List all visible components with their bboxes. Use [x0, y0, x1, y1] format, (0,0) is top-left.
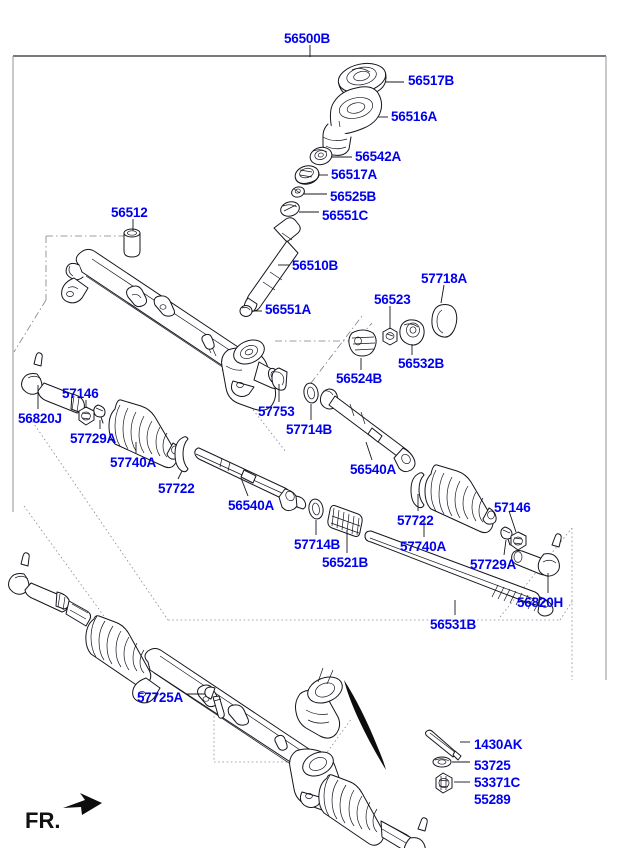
part-label-56540A-left: 56540A: [228, 498, 275, 513]
part-57740A-bellows-right: [424, 464, 497, 534]
part-56517A-seal-ring: [294, 165, 320, 185]
part-label-56820H: 56820H: [517, 595, 564, 610]
part-label-56517A: 56517A: [331, 167, 378, 182]
part-53371C-castle-nut: [435, 772, 453, 794]
group-outline-right: [275, 315, 373, 384]
part-56540A-inner-ball-joint-right: [319, 388, 416, 473]
part-label-56551C: 56551C: [322, 208, 369, 223]
part-label-56510B: 56510B: [292, 258, 339, 273]
part-56551C-plug: [280, 201, 300, 217]
part-56521B-rack-bush: [327, 505, 363, 537]
part-label-56532B: 56532B: [398, 356, 445, 371]
part-1430AK-split-pin: [425, 729, 462, 761]
part-label-56524B: 56524B: [336, 371, 383, 386]
part-56551A-plug: [239, 305, 253, 317]
part-57146-nut-left: [78, 406, 95, 426]
part-57729A-clip-left: [93, 404, 106, 424]
part-57146-nut-right: [510, 531, 527, 551]
part-57722-band-right: [410, 472, 425, 509]
part-label-53371C: 53371C: [474, 775, 521, 790]
part-57714B-washer-mid: [303, 382, 319, 404]
diagram-frame: [12, 55, 607, 680]
part-label-53725: 53725: [474, 758, 511, 773]
part-rack-housing-upper: [61, 248, 282, 411]
part-label-56512: 56512: [111, 205, 148, 220]
part-label-56517B: 56517B: [408, 73, 455, 88]
part-53725-washer: [432, 756, 452, 768]
part-57725A-mounting-bolt: [204, 686, 225, 719]
part-56525B-o-ring: [291, 186, 305, 198]
part-label-57718A: 57718A: [421, 271, 468, 286]
part-label-56523: 56523: [374, 292, 411, 307]
part-56542A-clamp-ring: [309, 146, 333, 166]
assembly-lower-steering-gear: [8, 552, 428, 848]
part-56523-yoke-nut: [382, 327, 398, 346]
part-56524B-rack-support-yoke: [348, 329, 377, 357]
part-label-57729A-right: 57729A: [470, 557, 517, 572]
leader-lines: [37, 45, 549, 783]
part-label-56820J: 56820J: [18, 411, 62, 426]
part-label-57753: 57753: [258, 404, 295, 419]
part-label-57714B-mid: 57714B: [286, 422, 333, 437]
part-56820J-tie-rod-end-left: [21, 352, 85, 414]
part-57714B-washer-low: [308, 498, 324, 520]
part-label-57740A-left: 57740A: [110, 455, 157, 470]
part-56516A-pinion-boot: [322, 86, 383, 156]
part-label-56521B: 56521B: [322, 555, 369, 570]
part-56820H-tie-rod-end-right: [511, 533, 562, 577]
part-label-1430AK: 1430AK: [474, 737, 523, 752]
part-label-56525B: 56525B: [330, 189, 377, 204]
part-label-56516A: 56516A: [391, 109, 438, 124]
part-57722-band-left: [174, 436, 189, 473]
part-label-57722-right: 57722: [397, 513, 434, 528]
part-56540A-inner-ball-joint-left: [194, 447, 307, 512]
part-label-56540A-right: 56540A: [350, 462, 397, 477]
part-label-57714B-low: 57714B: [294, 537, 341, 552]
group-outline-upper-rack: [13, 235, 138, 353]
part-label-57146-right: 57146: [494, 500, 531, 515]
part-57718A-snap-ring: [431, 304, 458, 338]
orientation-marker-label: FR.: [25, 808, 61, 833]
part-label-56542A: 56542A: [355, 149, 402, 164]
part-label-57725A: 57725A: [137, 690, 184, 705]
part-label-57729A-left: 57729A: [70, 431, 117, 446]
fr-arrow-icon: [63, 793, 102, 815]
part-57753-rack-stopper: [271, 367, 288, 391]
part-label-56500B: 56500B: [284, 31, 331, 46]
part-label-57740A-right: 57740A: [400, 539, 447, 554]
part-57729A-clip-right: [500, 526, 513, 546]
part-label-57146-left: 57146: [62, 386, 99, 401]
part-label-56531B: 56531B: [430, 617, 477, 632]
part-56512-bushing: [123, 228, 141, 258]
part-56531B-rack-bar: [364, 530, 554, 617]
part-56532B-yoke-plug: [399, 319, 425, 346]
group-outline-lower: [29, 417, 574, 680]
part-label-56551A: 56551A: [265, 302, 312, 317]
part-label-57722-left: 57722: [158, 481, 195, 496]
part-label-55289: 55289: [474, 792, 511, 807]
